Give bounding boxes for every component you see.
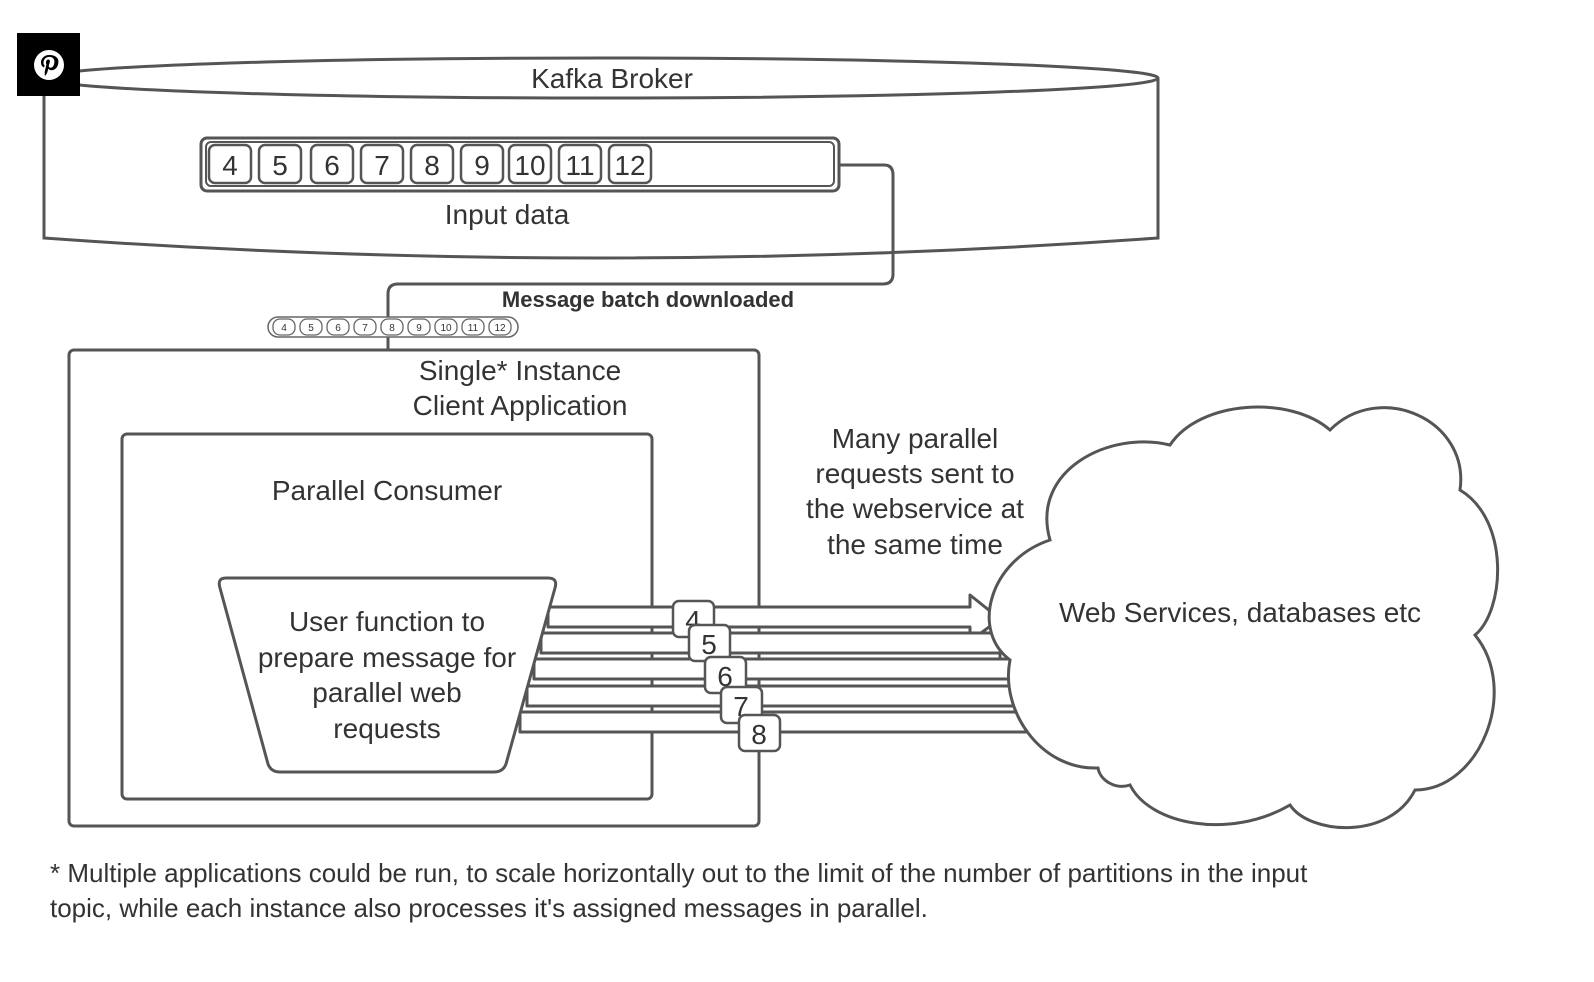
input-message: 11 <box>557 143 603 185</box>
input-message-label: 6 <box>324 150 340 181</box>
web-services-cloud: Web Services, databases etc <box>987 405 1499 829</box>
batch-message: 12 <box>488 318 512 336</box>
request-message-label: 6 <box>717 661 733 692</box>
request-message: 8 <box>737 713 782 753</box>
batch-message-label: 9 <box>416 323 422 334</box>
input-message: 5 <box>257 143 303 185</box>
batch-message-label: 4 <box>281 323 287 334</box>
input-data-label: Input data <box>445 199 570 230</box>
input-message-label: 12 <box>614 150 645 181</box>
input-message: 6 <box>309 143 355 185</box>
batch-message-label: 6 <box>335 323 341 334</box>
batch-message-label: 10 <box>440 323 452 334</box>
request-message: 5 <box>687 623 732 663</box>
input-message-label: 11 <box>565 150 594 181</box>
input-message-label: 5 <box>272 150 288 181</box>
input-message-label: 4 <box>222 150 238 181</box>
input-message-label: 8 <box>424 150 440 181</box>
user-function-line4: requests <box>333 713 440 744</box>
input-message: 9 <box>459 143 505 185</box>
batch-message: 4 <box>272 318 296 336</box>
batch-message-label: 7 <box>362 323 368 334</box>
batch-message-label: 5 <box>308 323 314 334</box>
client-title-line1: Single* Instance <box>419 355 621 386</box>
parallel-note-line1: Many parallel <box>832 423 999 454</box>
batch-message: 6 <box>326 318 350 336</box>
parallel-note-line2: requests sent to <box>815 458 1014 489</box>
parallel-note: Many parallel requests sent to the webse… <box>806 423 1024 560</box>
footnote-line2: topic, while each instance also processe… <box>50 893 928 923</box>
batch-label: Message batch downloaded <box>502 287 794 312</box>
batch-message: 10 <box>434 318 458 336</box>
input-message: 10 <box>507 143 553 185</box>
parallel-note-line3: the webservice at <box>806 493 1024 524</box>
user-function-line2: prepare message for <box>258 642 516 673</box>
input-message: 12 <box>607 143 653 185</box>
request-arrow <box>546 593 1002 643</box>
input-message: 7 <box>359 143 405 185</box>
request-message-label: 8 <box>751 719 767 750</box>
request-message-label: 5 <box>701 629 717 660</box>
pinterest-icon <box>33 49 64 80</box>
input-message-label: 7 <box>374 150 390 181</box>
download-connector <box>381 163 895 423</box>
batch-message-list: 4 5 6 7 8 9 10 11 12 <box>267 316 519 338</box>
input-message: 4 <box>207 143 253 185</box>
footnote-line1: * Multiple applications could be run, to… <box>50 858 1308 888</box>
web-services-label: Web Services, databases etc <box>1059 597 1421 628</box>
input-message: 8 <box>409 143 455 185</box>
input-data-partition: 4 5 6 7 8 9 10 11 12 Input data <box>199 136 841 230</box>
user-function-shape: User function to prepare message for par… <box>217 576 558 774</box>
batch-message-label: 11 <box>468 323 479 334</box>
input-message-list: 4 5 6 7 8 9 10 11 12 <box>207 143 653 185</box>
parallel-note-line4: the same time <box>827 529 1003 560</box>
batch-message: 9 <box>407 318 431 336</box>
batch-message: 8 <box>380 318 404 336</box>
batch-message: 5 <box>299 318 323 336</box>
batch-message-label: 8 <box>389 323 395 334</box>
input-message-label: 9 <box>474 150 490 181</box>
user-function-line3: parallel web <box>312 677 461 708</box>
pinterest-save-button[interactable] <box>17 33 80 96</box>
client-title-line2: Client Application <box>413 390 628 421</box>
user-function-line1: User function to <box>289 606 485 637</box>
consumer-title: Parallel Consumer <box>272 475 502 506</box>
batch-message: 7 <box>353 318 377 336</box>
input-message-label: 10 <box>514 150 545 181</box>
broker-title: Kafka Broker <box>531 63 693 94</box>
batch-message-label: 12 <box>494 323 506 334</box>
batch-message: 11 <box>461 318 485 336</box>
